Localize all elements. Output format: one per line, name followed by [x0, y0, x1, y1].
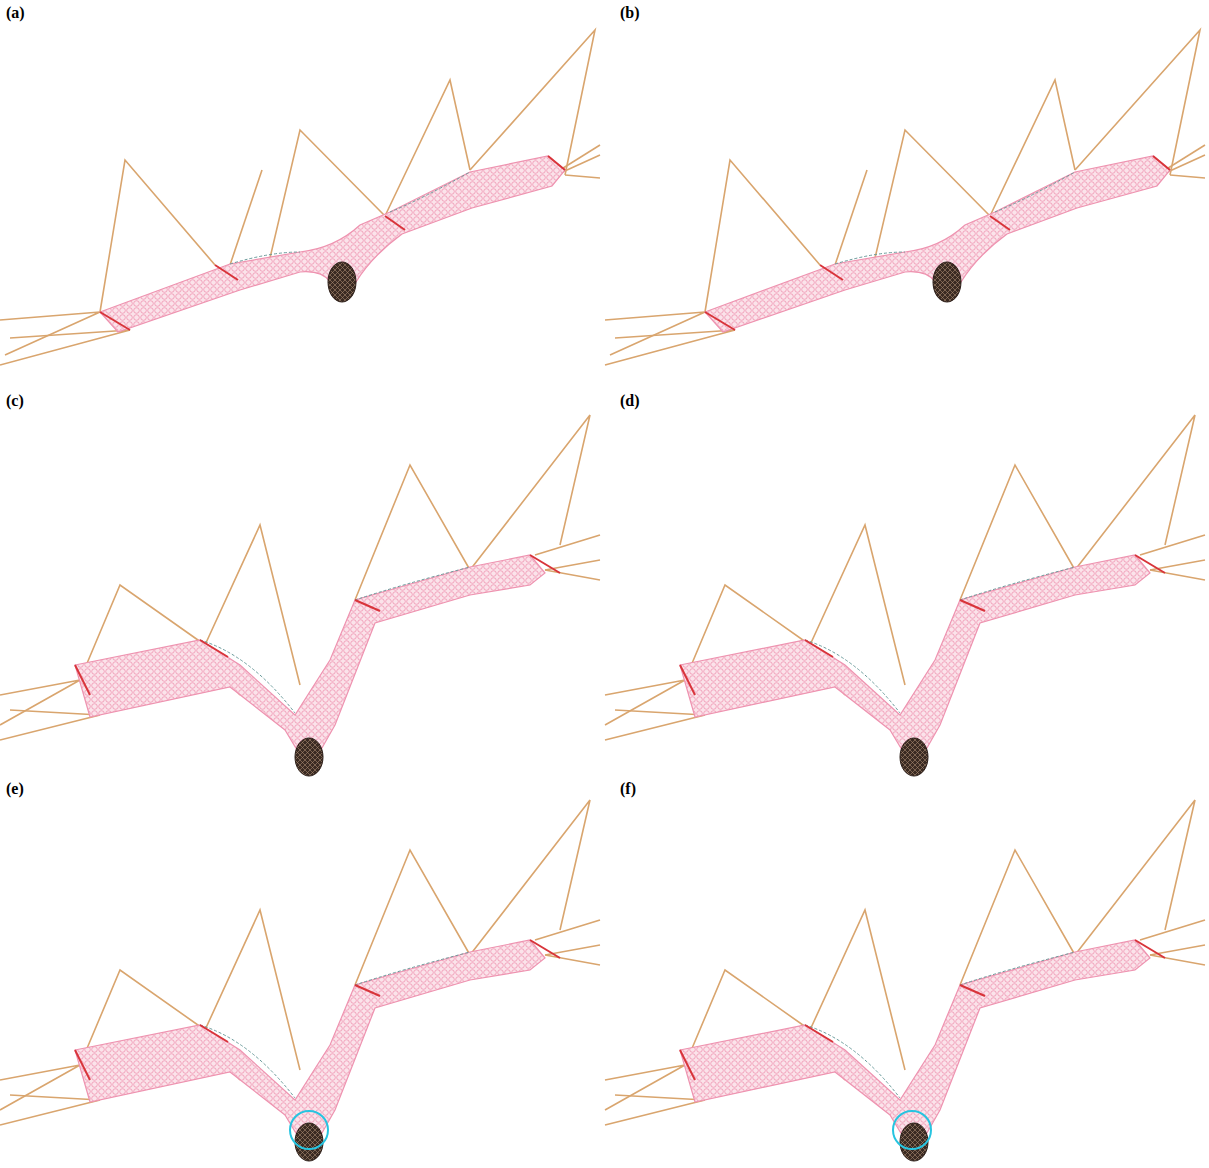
panel-label: (b): [620, 4, 640, 22]
panel-label: (c): [6, 392, 24, 410]
panel-label: (e): [6, 780, 24, 798]
panel-label: (a): [6, 4, 25, 22]
panel-label: (f): [620, 780, 636, 798]
panel-label: (d): [620, 392, 640, 410]
